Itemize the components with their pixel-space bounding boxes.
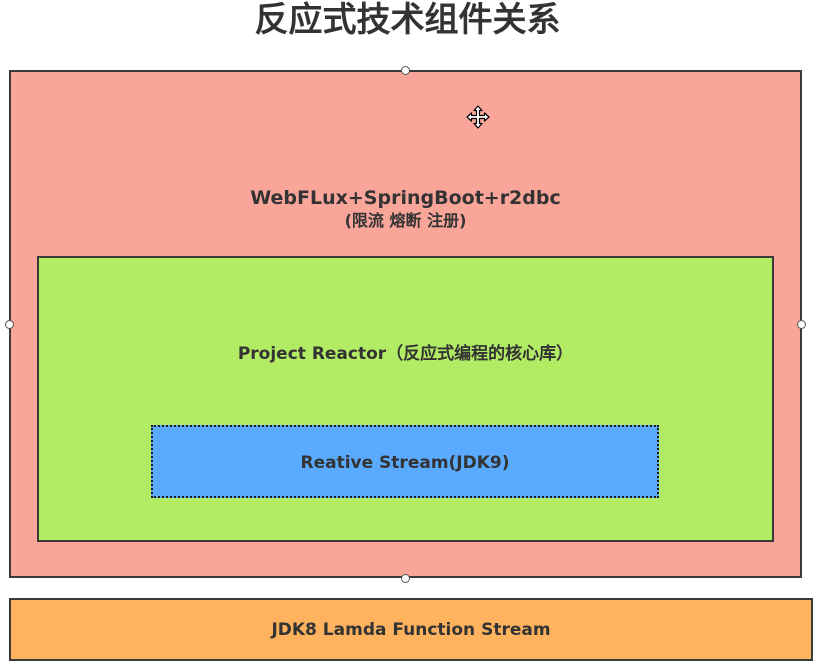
selection-handle-left[interactable] bbox=[5, 320, 14, 329]
page-title: 反应式技术组件关系 bbox=[254, 0, 561, 40]
webflux-layer-sublabel: (限流 熔断 注册) bbox=[344, 211, 467, 230]
selection-handle-right[interactable] bbox=[797, 320, 806, 329]
move-cursor-icon bbox=[466, 105, 490, 129]
selection-handle-bottom[interactable] bbox=[401, 574, 410, 583]
project-reactor-layer-box[interactable]: Project Reactor（反应式编程的核心库） bbox=[37, 256, 774, 542]
reactive-stream-layer-label: Reative Stream(JDK9) bbox=[300, 453, 510, 473]
jdk8-layer-label: JDK8 Lamda Function Stream bbox=[271, 620, 551, 640]
selection-handle-top[interactable] bbox=[401, 66, 410, 75]
reactive-stream-layer-box[interactable]: Reative Stream(JDK9) bbox=[151, 425, 659, 498]
jdk8-layer-box[interactable]: JDK8 Lamda Function Stream bbox=[9, 598, 813, 661]
webflux-layer-label: WebFLux+SpringBoot+r2dbc bbox=[250, 187, 561, 209]
project-reactor-layer-label: Project Reactor（反应式编程的核心库） bbox=[237, 344, 574, 364]
